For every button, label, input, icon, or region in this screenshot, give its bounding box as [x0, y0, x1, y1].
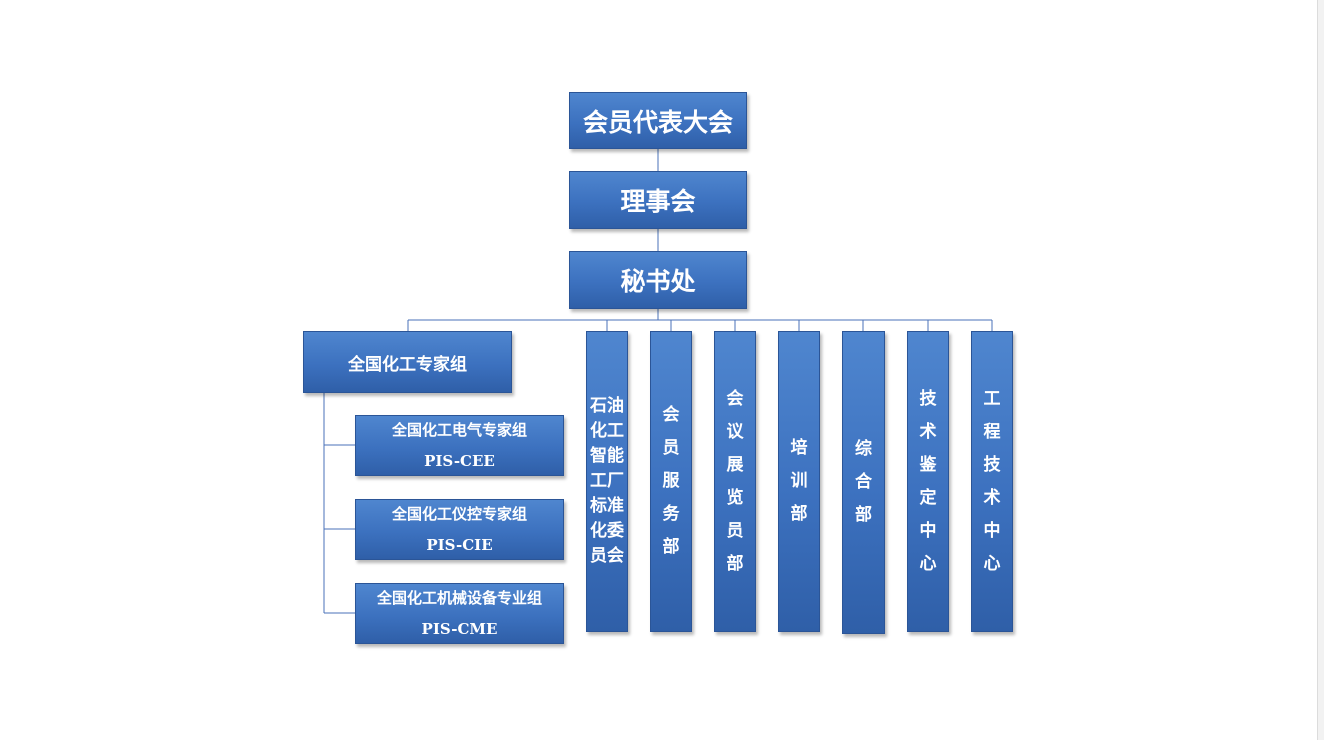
expert-group-label: 全国化工专家组 [348, 354, 467, 375]
subgroup-code: PIS-CEE [424, 451, 495, 470]
dept-label: 会议展览员部 [726, 388, 744, 574]
secretariat-label: 秘书处 [620, 267, 696, 296]
dept-label: 培训部 [790, 438, 808, 524]
dept-box-exhibitions: 会议展览员部 [714, 331, 756, 632]
dept-label: 石油化工智能工厂标准化委员会 [590, 396, 624, 566]
council-label: 理事会 [620, 187, 696, 216]
dept-box-tech-appraisal: 技术鉴定中心 [907, 331, 949, 632]
dept-label: 工程技术中心 [983, 388, 1001, 574]
subgroup-code: PIS-CIE [426, 535, 493, 554]
dept-label: 会员服务部 [662, 405, 680, 557]
subgroup-name: 全国化工仪控专家组 [391, 504, 527, 523]
council-box: 理事会 [569, 171, 747, 229]
dept-box-member-services: 会员服务部 [650, 331, 692, 632]
expert-group-box: 全国化工专家组 [303, 331, 512, 393]
vertical-scrollbar[interactable] [1317, 0, 1324, 740]
subgroup-name: 全国化工机械设备专业组 [376, 588, 542, 607]
dept-box-general-affairs: 综合部 [842, 331, 885, 634]
subgroup-box-cme: 全国化工机械设备专业组 PIS-CME [355, 583, 564, 644]
subgroup-name: 全国化工电气专家组 [391, 420, 527, 439]
dept-box-engineering-tech: 工程技术中心 [971, 331, 1013, 632]
subgroup-box-cee: 全国化工电气专家组 PIS-CEE [355, 415, 564, 476]
assembly-label: 会员代表大会 [582, 107, 733, 137]
dept-label: 综合部 [855, 439, 872, 525]
secretariat-box: 秘书处 [569, 251, 747, 309]
assembly-box: 会员代表大会 [569, 92, 747, 149]
subgroup-code: PIS-CME [421, 619, 498, 638]
dept-box-training: 培训部 [778, 331, 820, 632]
dept-box-standardization: 石油化工智能工厂标准化委员会 [586, 331, 628, 632]
dept-label: 技术鉴定中心 [919, 388, 937, 574]
subgroup-box-cie: 全国化工仪控专家组 PIS-CIE [355, 499, 564, 560]
